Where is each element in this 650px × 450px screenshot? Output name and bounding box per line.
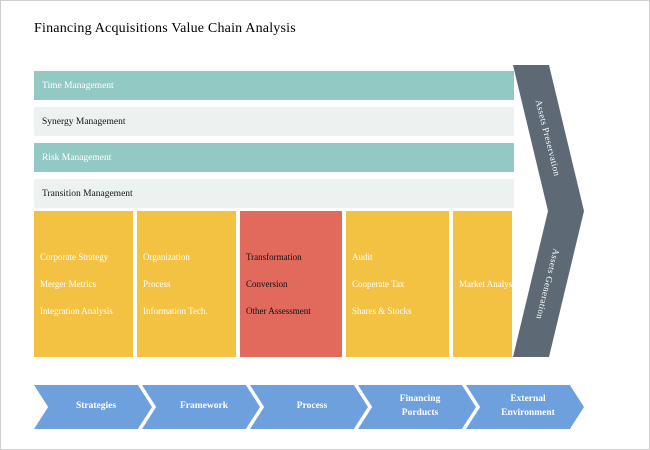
activity-box-organization: Organization Process Information Tech. [137,211,236,357]
support-bar-time-management: Time Management [34,71,514,100]
activity-item: Process [143,279,171,289]
activity-item: Integration Analysis [40,306,113,316]
activity-item: Shares & Stocks [352,306,412,316]
activity-item: Conversion [246,279,288,289]
activity-box-corporate-strategy: Corporate Strategy Merger Metrics Integr… [34,211,133,357]
support-bar-label: Transition Management [42,188,133,199]
page-title: Financing Acquisitions Value Chain Analy… [34,21,296,36]
chevron-label: Process [296,401,328,412]
activity-item: Market Analysis [459,279,519,289]
chevron-financing-products: Financing Porducts [358,385,476,429]
activity-item: Organization [143,252,190,262]
support-bar-label: Time Management [42,80,114,91]
support-bar-transition-management: Transition Management [34,179,514,208]
activity-item: Cooperate Tax [352,279,405,289]
support-bar-label: Synergy Management [42,116,126,127]
activity-item: Information Tech. [143,306,208,316]
activity-item: Corporate Strategy [40,252,109,262]
chevron-label: External Environment [501,394,555,418]
chevron-process: Process [250,385,368,429]
activity-item: Merger Metrics [40,279,97,289]
activity-item: Transformation [246,252,302,262]
chevron-external-environment: External Environment [466,385,584,429]
support-bar-risk-management: Risk Management [34,143,514,172]
chevron-label: Financing Porducts [399,394,441,418]
activity-item: Audit [352,252,373,262]
chevron-framework: Framework [142,385,260,429]
activity-item: Other Assessment [246,306,311,316]
activity-box-audit: Audit Cooperate Tax Shares & Stocks [346,211,449,357]
support-bar-synergy-management: Synergy Management [34,107,514,136]
activity-box-market-analysis: Market Analysis [453,211,519,357]
assets-arrow [513,65,584,357]
activity-box-transformation: Transformation Conversion Other Assessme… [240,211,342,357]
chevron-label: Framework [179,401,228,412]
chevron-label: Strategies [75,401,117,412]
chevron-strategies: Strategies [34,385,152,429]
support-bar-label: Risk Management [42,152,112,163]
